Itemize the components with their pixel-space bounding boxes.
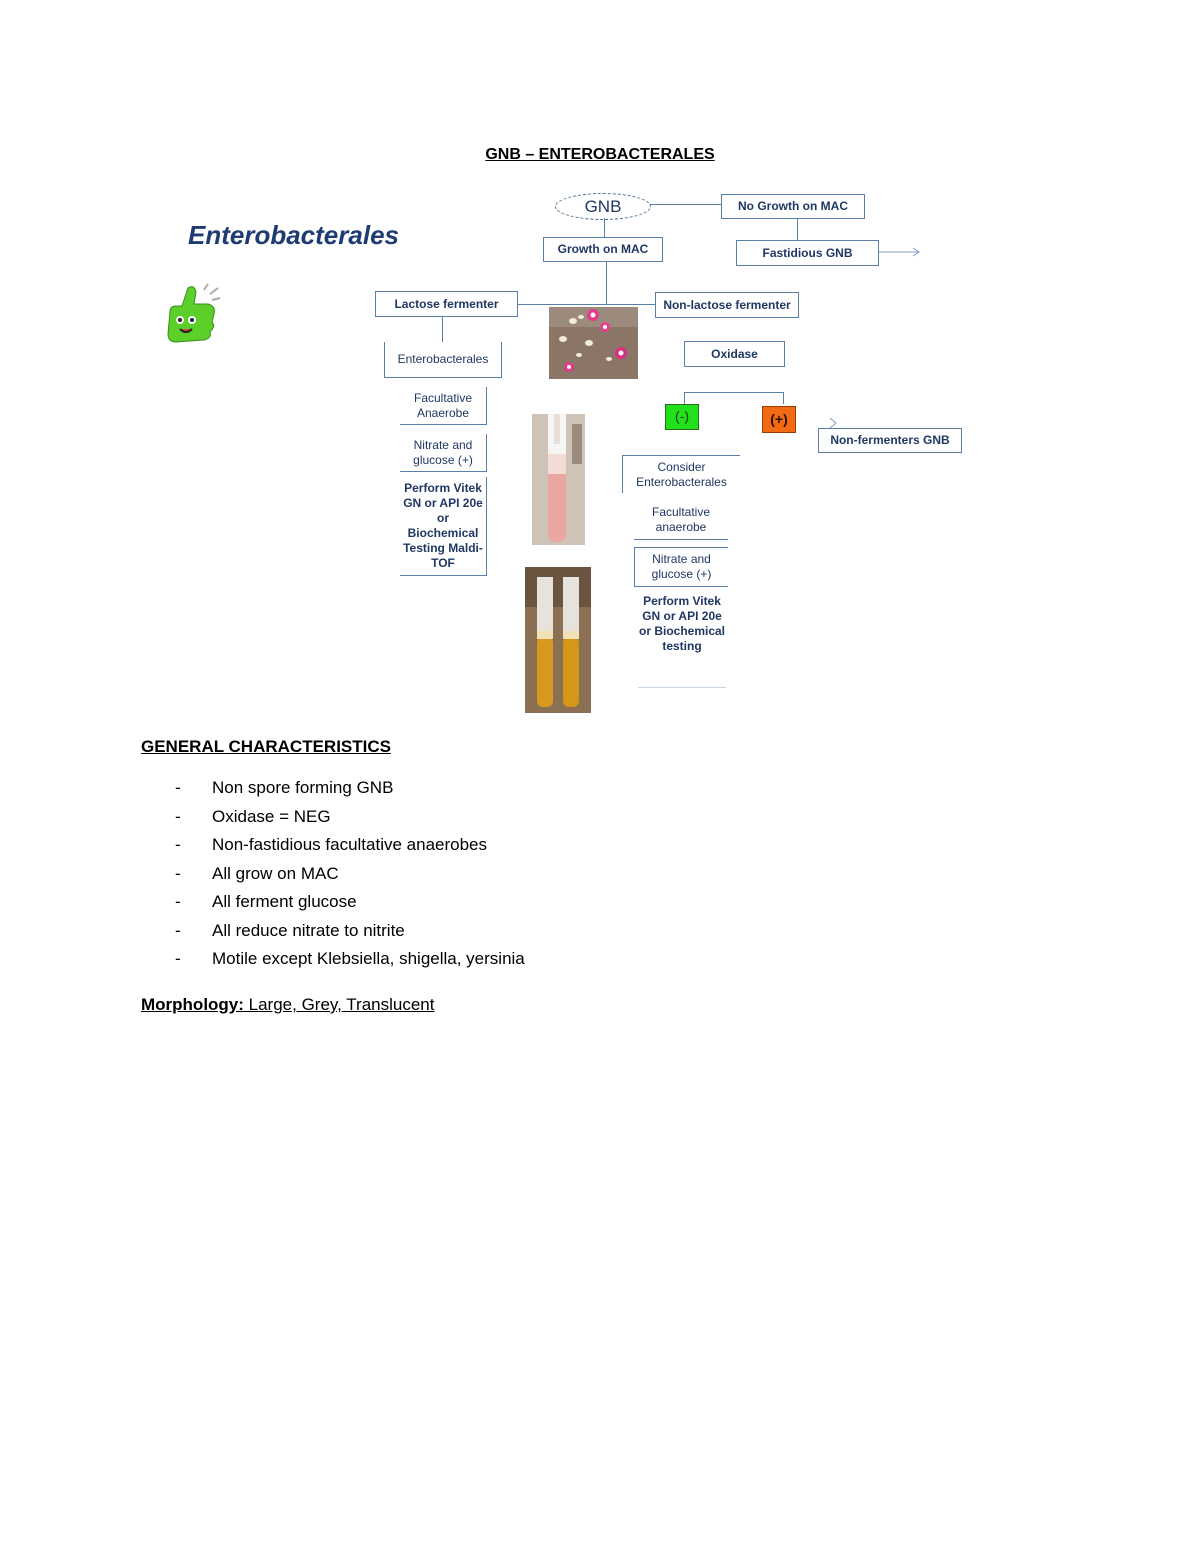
list-item-text: All reduce nitrate to nitrite (212, 920, 405, 940)
node-right-nitrate: Nitrate and glucose (+) (634, 547, 728, 587)
connector (684, 392, 784, 393)
node-gnb: GNB (555, 193, 651, 220)
arrow-right-icon (826, 416, 840, 430)
section-heading: GENERAL CHARACTERISTICS (141, 737, 391, 756)
list-item: - All reduce nitrate to nitrite (175, 921, 525, 950)
list-item-text: Oxidase = NEG (212, 806, 331, 826)
thumbs-up-icon (160, 282, 224, 350)
connector (442, 317, 443, 343)
connector (797, 218, 798, 240)
node-left-enterobacterales: Enterobacterales (384, 342, 502, 378)
connector (606, 262, 607, 304)
morphology-label: Morphology: (141, 995, 244, 1014)
connector (518, 304, 656, 305)
node-left-nitrate: Nitrate and glucose (+) (400, 434, 487, 472)
list-item-text: Motile except Klebsiella, shigella, yers… (212, 949, 525, 968)
list-item-text: All ferment glucose (212, 892, 357, 911)
bullet: - (175, 806, 181, 826)
node-right-perform: Perform Vitek GN or API 20e or Biochemic… (638, 590, 726, 688)
connector (650, 204, 722, 205)
bullet: - (175, 892, 181, 911)
node-fastidious-gnb: Fastidious GNB (736, 240, 879, 266)
bullet: - (175, 835, 181, 854)
node-right-consider: Consider Enterobacterales (622, 455, 740, 493)
two-tubes-photo (525, 567, 591, 713)
list-item: - Oxidase = NEG (175, 807, 525, 836)
list-item: - All ferment glucose (175, 892, 525, 921)
node-non-lactose-fermenter: Non-lactose fermenter (655, 292, 799, 318)
node-oxidase-positive: (+) (762, 406, 796, 433)
bullet: - (175, 920, 181, 940)
connector (783, 392, 784, 404)
bullet: - (175, 863, 181, 883)
list-item: - Non spore forming GNB (175, 778, 525, 807)
node-oxidase: Oxidase (684, 341, 785, 367)
list-item: - Motile except Klebsiella, shigella, yer… (175, 949, 525, 978)
list-item-text: All grow on MAC (212, 863, 339, 883)
connector (684, 392, 685, 404)
list-item-text: Non spore forming GNB (212, 778, 394, 797)
node-no-growth-mac: No Growth on MAC (721, 194, 865, 219)
node-non-fermenters: Non-fermenters GNB (818, 428, 962, 453)
node-oxidase-negative: (-) (665, 404, 699, 430)
list-item: - All grow on MAC (175, 864, 525, 893)
node-growth-on-mac: Growth on MAC (543, 237, 663, 262)
agar-plate-photo (549, 307, 638, 379)
connector (604, 218, 605, 238)
arrow-right-icon (879, 245, 923, 259)
node-left-facultative: Facultative Anaerobe (400, 387, 487, 425)
bullet: - (175, 778, 181, 797)
morphology-value: Large, Grey, Translucent (243, 995, 435, 1014)
characteristics-list: - Non spore forming GNB - Oxidase = NEG - N… (175, 778, 525, 978)
bullet: - (175, 949, 181, 968)
node-left-perform: Perform Vitek GN or API 20e or Biochemic… (400, 477, 487, 576)
node-lactose-fermenter: Lactose fermenter (375, 291, 518, 317)
morphology-line: Morphology: Large, Grey, Translucent (141, 995, 434, 1015)
list-item: - Non-fastidious facultative anaerobes (175, 835, 525, 864)
brand-title: Enterobacterales (188, 220, 399, 250)
page-title: GNB – ENTEROBACTERALES (485, 146, 715, 163)
test-tube-photo (532, 414, 585, 545)
node-right-facultative: Facultative anaerobe (634, 500, 728, 540)
list-item-text: Non-fastidious facultative anaerobes (212, 835, 487, 854)
